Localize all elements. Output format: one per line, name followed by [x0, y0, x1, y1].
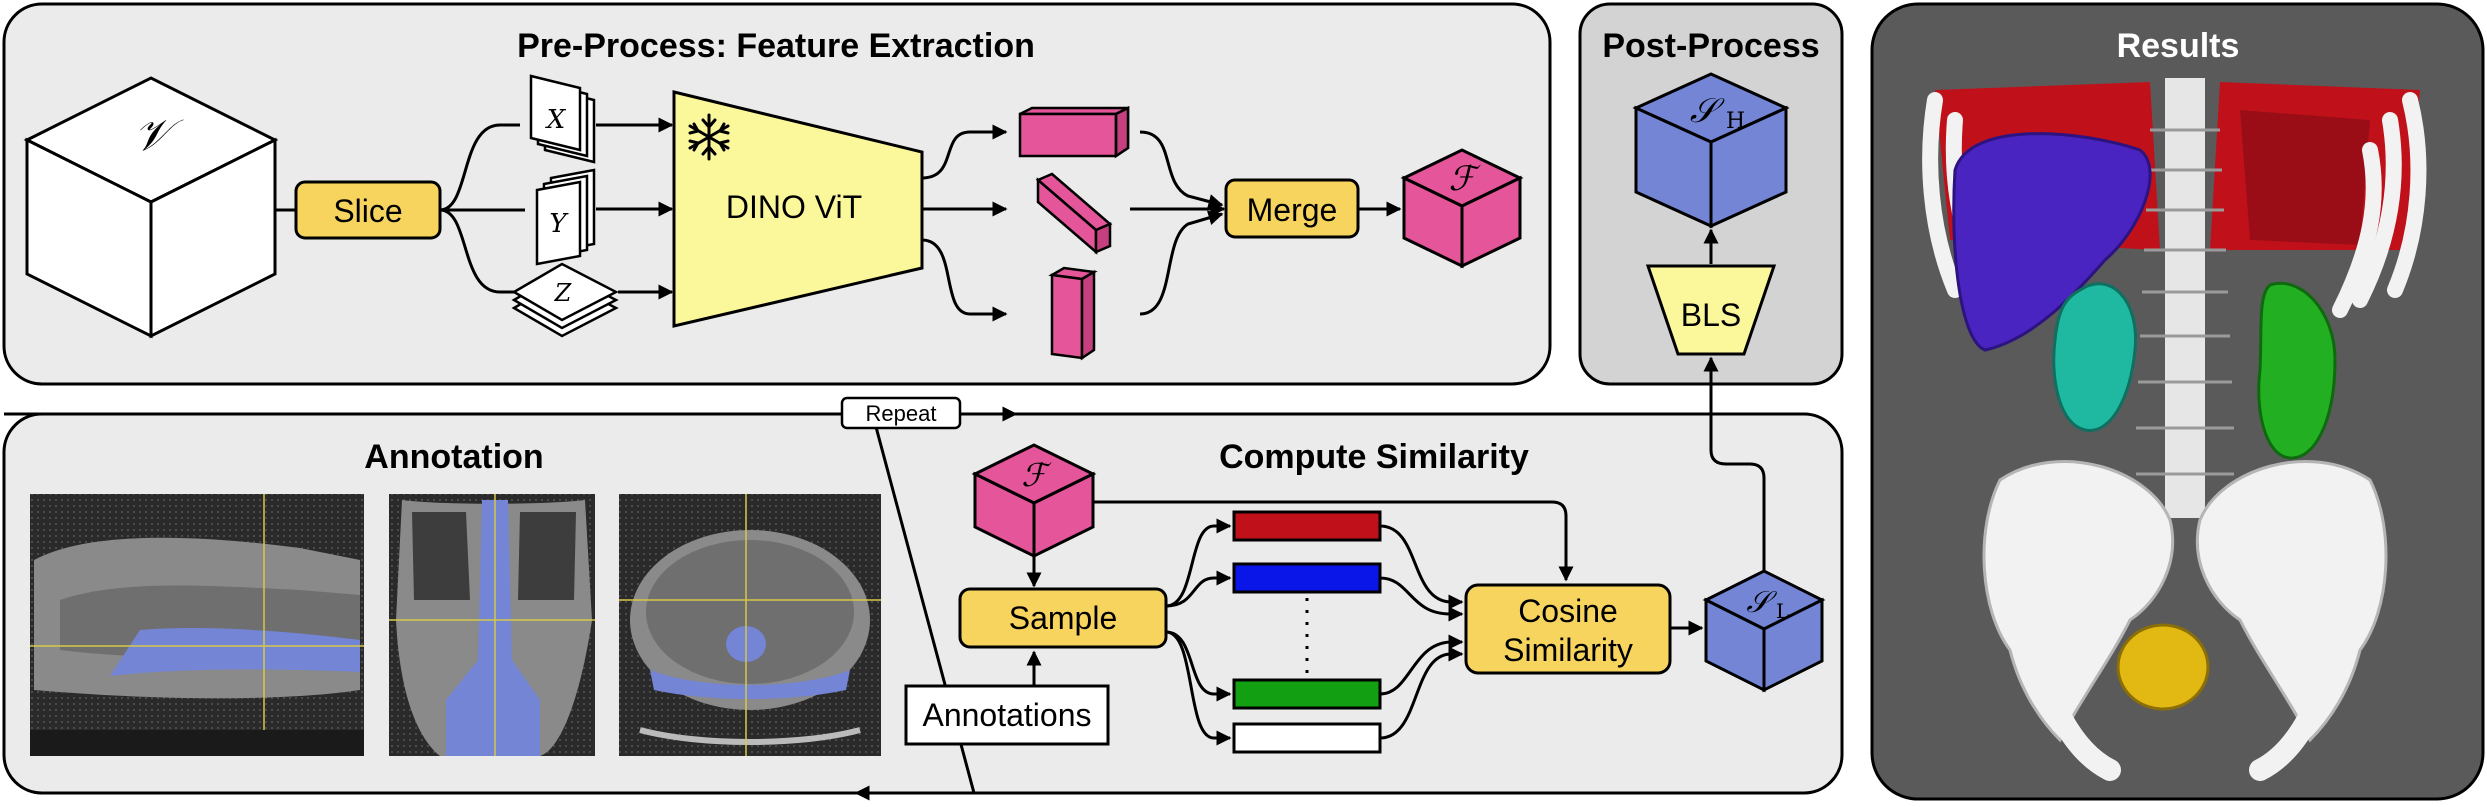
merge-box: Merge — [1224, 178, 1360, 239]
high-res-segmentation-cube: 𝒮 H — [1632, 72, 1790, 229]
bls-label: BLS — [1681, 297, 1741, 333]
cosine-label-1: Cosine — [1518, 593, 1618, 629]
annotation-title: Annotation — [364, 438, 543, 476]
prototype-green — [1232, 678, 1382, 710]
high-res-subscript: H — [1726, 109, 1745, 134]
annotation-sagittal-image — [30, 494, 364, 756]
feature-prism-z — [1048, 266, 1098, 361]
kidney-teal — [2052, 282, 2138, 432]
model-label: DINO ViT — [726, 189, 862, 225]
axis-z-label: Z — [554, 279, 573, 307]
results-panel: Results — [1870, 2, 2485, 801]
bottom-panel: Repeat Annotation Compute Similarity — [2, 356, 1844, 801]
y-slice-stack: Y — [535, 168, 596, 266]
results-title: Results — [2117, 27, 2240, 65]
bladder-yellow — [2116, 623, 2210, 711]
similarity-feature-cube: ℱ — [971, 443, 1097, 559]
feature-prism-x — [1018, 105, 1130, 159]
annotations-box: Annotations — [904, 684, 1110, 746]
postprocess-panel: Post-Process 𝒮 H BLS — [1578, 2, 1844, 386]
cosine-similarity-box: Cosine Similarity — [1464, 583, 1672, 675]
z-slice-stack: Z — [511, 262, 619, 338]
slice-box: Slice — [294, 180, 442, 240]
axis-y-label: Y — [549, 209, 569, 239]
axis-x-label: X — [545, 105, 567, 135]
liver-purple — [1952, 132, 2152, 352]
similarity-title: Compute Similarity — [1219, 438, 1529, 476]
low-res-segmentation-cube: 𝒮 L — [1702, 569, 1826, 693]
cosine-label-2: Similarity — [1503, 632, 1633, 668]
preprocess-panel: Pre-Process: Feature Extraction 𝒱 Slice … — [2, 2, 1552, 386]
volume-cube: 𝒱 — [23, 76, 279, 339]
snowflake-icon — [688, 113, 730, 161]
prototype-white — [1232, 722, 1382, 754]
sample-label: Sample — [1009, 600, 1118, 636]
femur-right — [2249, 629, 2351, 781]
postprocess-title: Post-Process — [1602, 27, 1819, 65]
bls-box: BLS — [1645, 264, 1777, 356]
kidney-green — [2257, 281, 2337, 460]
slice-label: Slice — [333, 193, 402, 229]
x-slice-stack: X — [529, 74, 596, 164]
segmentation-render — [1922, 78, 2427, 781]
repeat-label: Repeat — [866, 401, 937, 426]
repeat-tag: Repeat — [840, 396, 962, 430]
prototype-red — [1232, 510, 1382, 542]
femur-left — [2019, 629, 2121, 781]
spine — [2136, 78, 2234, 518]
annotation-axial-image — [619, 494, 881, 756]
feature-volume-cube: ℱ — [1400, 148, 1524, 269]
annotations-label: Annotations — [922, 697, 1091, 733]
prototype-blue — [1232, 562, 1382, 594]
sample-box: Sample — [958, 587, 1168, 649]
annotation-coronal-image — [389, 494, 595, 756]
dino-vit-encoder: DINO ViT — [672, 90, 924, 328]
merge-label: Merge — [1247, 192, 1338, 228]
low-res-subscript: L — [1776, 599, 1789, 623]
preprocess-title: Pre-Process: Feature Extraction — [517, 27, 1035, 65]
feature-prism-y — [1035, 172, 1113, 255]
